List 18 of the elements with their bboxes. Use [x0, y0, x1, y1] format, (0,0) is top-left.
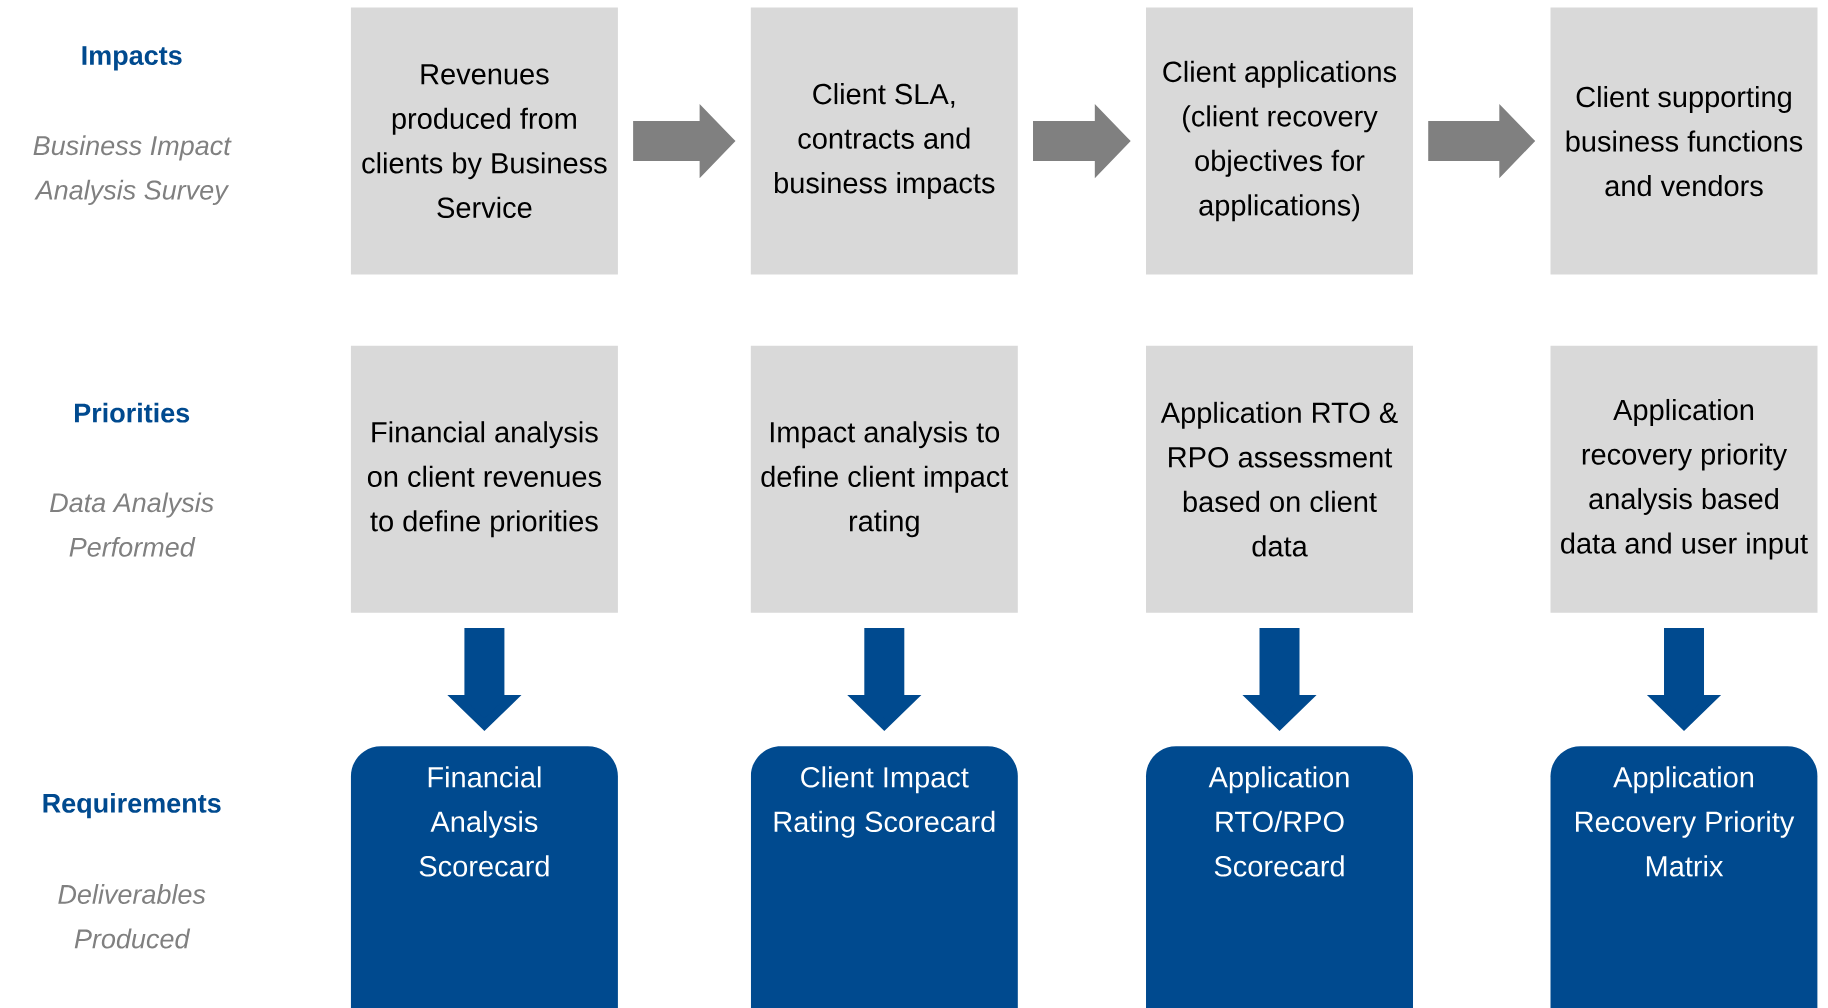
- row-heading: Impacts: [82, 46, 182, 71]
- deliverable-box: Application RTO/RPO Scorecard: [1146, 746, 1413, 1008]
- process-box: Client supporting business functions and vendors: [1550, 7, 1818, 275]
- row-subtitle: Business Impact Analysis Survey: [33, 135, 232, 206]
- process-box: Revenues produced from clients by Business Service: [350, 7, 618, 275]
- process-box: Financial analysis on client revenues to define priorities: [350, 345, 618, 613]
- deliverable-box: Client Impact Rating Scorecard: [750, 746, 1018, 1008]
- row-subtitle: Deliverables Produced: [58, 884, 206, 949]
- process-box: Application RTO & RPO assessment based on client data: [1146, 345, 1413, 613]
- process-box: Client applications (client recovery objectives for applications): [1146, 7, 1413, 275]
- deliverable-box: Financial Analysis Scorecard: [350, 746, 618, 1008]
- process-box: Client SLA, contracts and business impacts: [750, 7, 1018, 275]
- row-heading: Requirements: [43, 793, 221, 819]
- row-heading: Priorities: [75, 402, 190, 423]
- process-box: Application recovery priority analysis based data and user input: [1550, 345, 1818, 613]
- row-subtitle: Data Analysis Performed: [50, 492, 214, 557]
- process-box: Impact analysis to define client impact rating: [750, 345, 1018, 613]
- deliverable-box: Application Recovery Priority Matrix: [1550, 746, 1818, 1008]
